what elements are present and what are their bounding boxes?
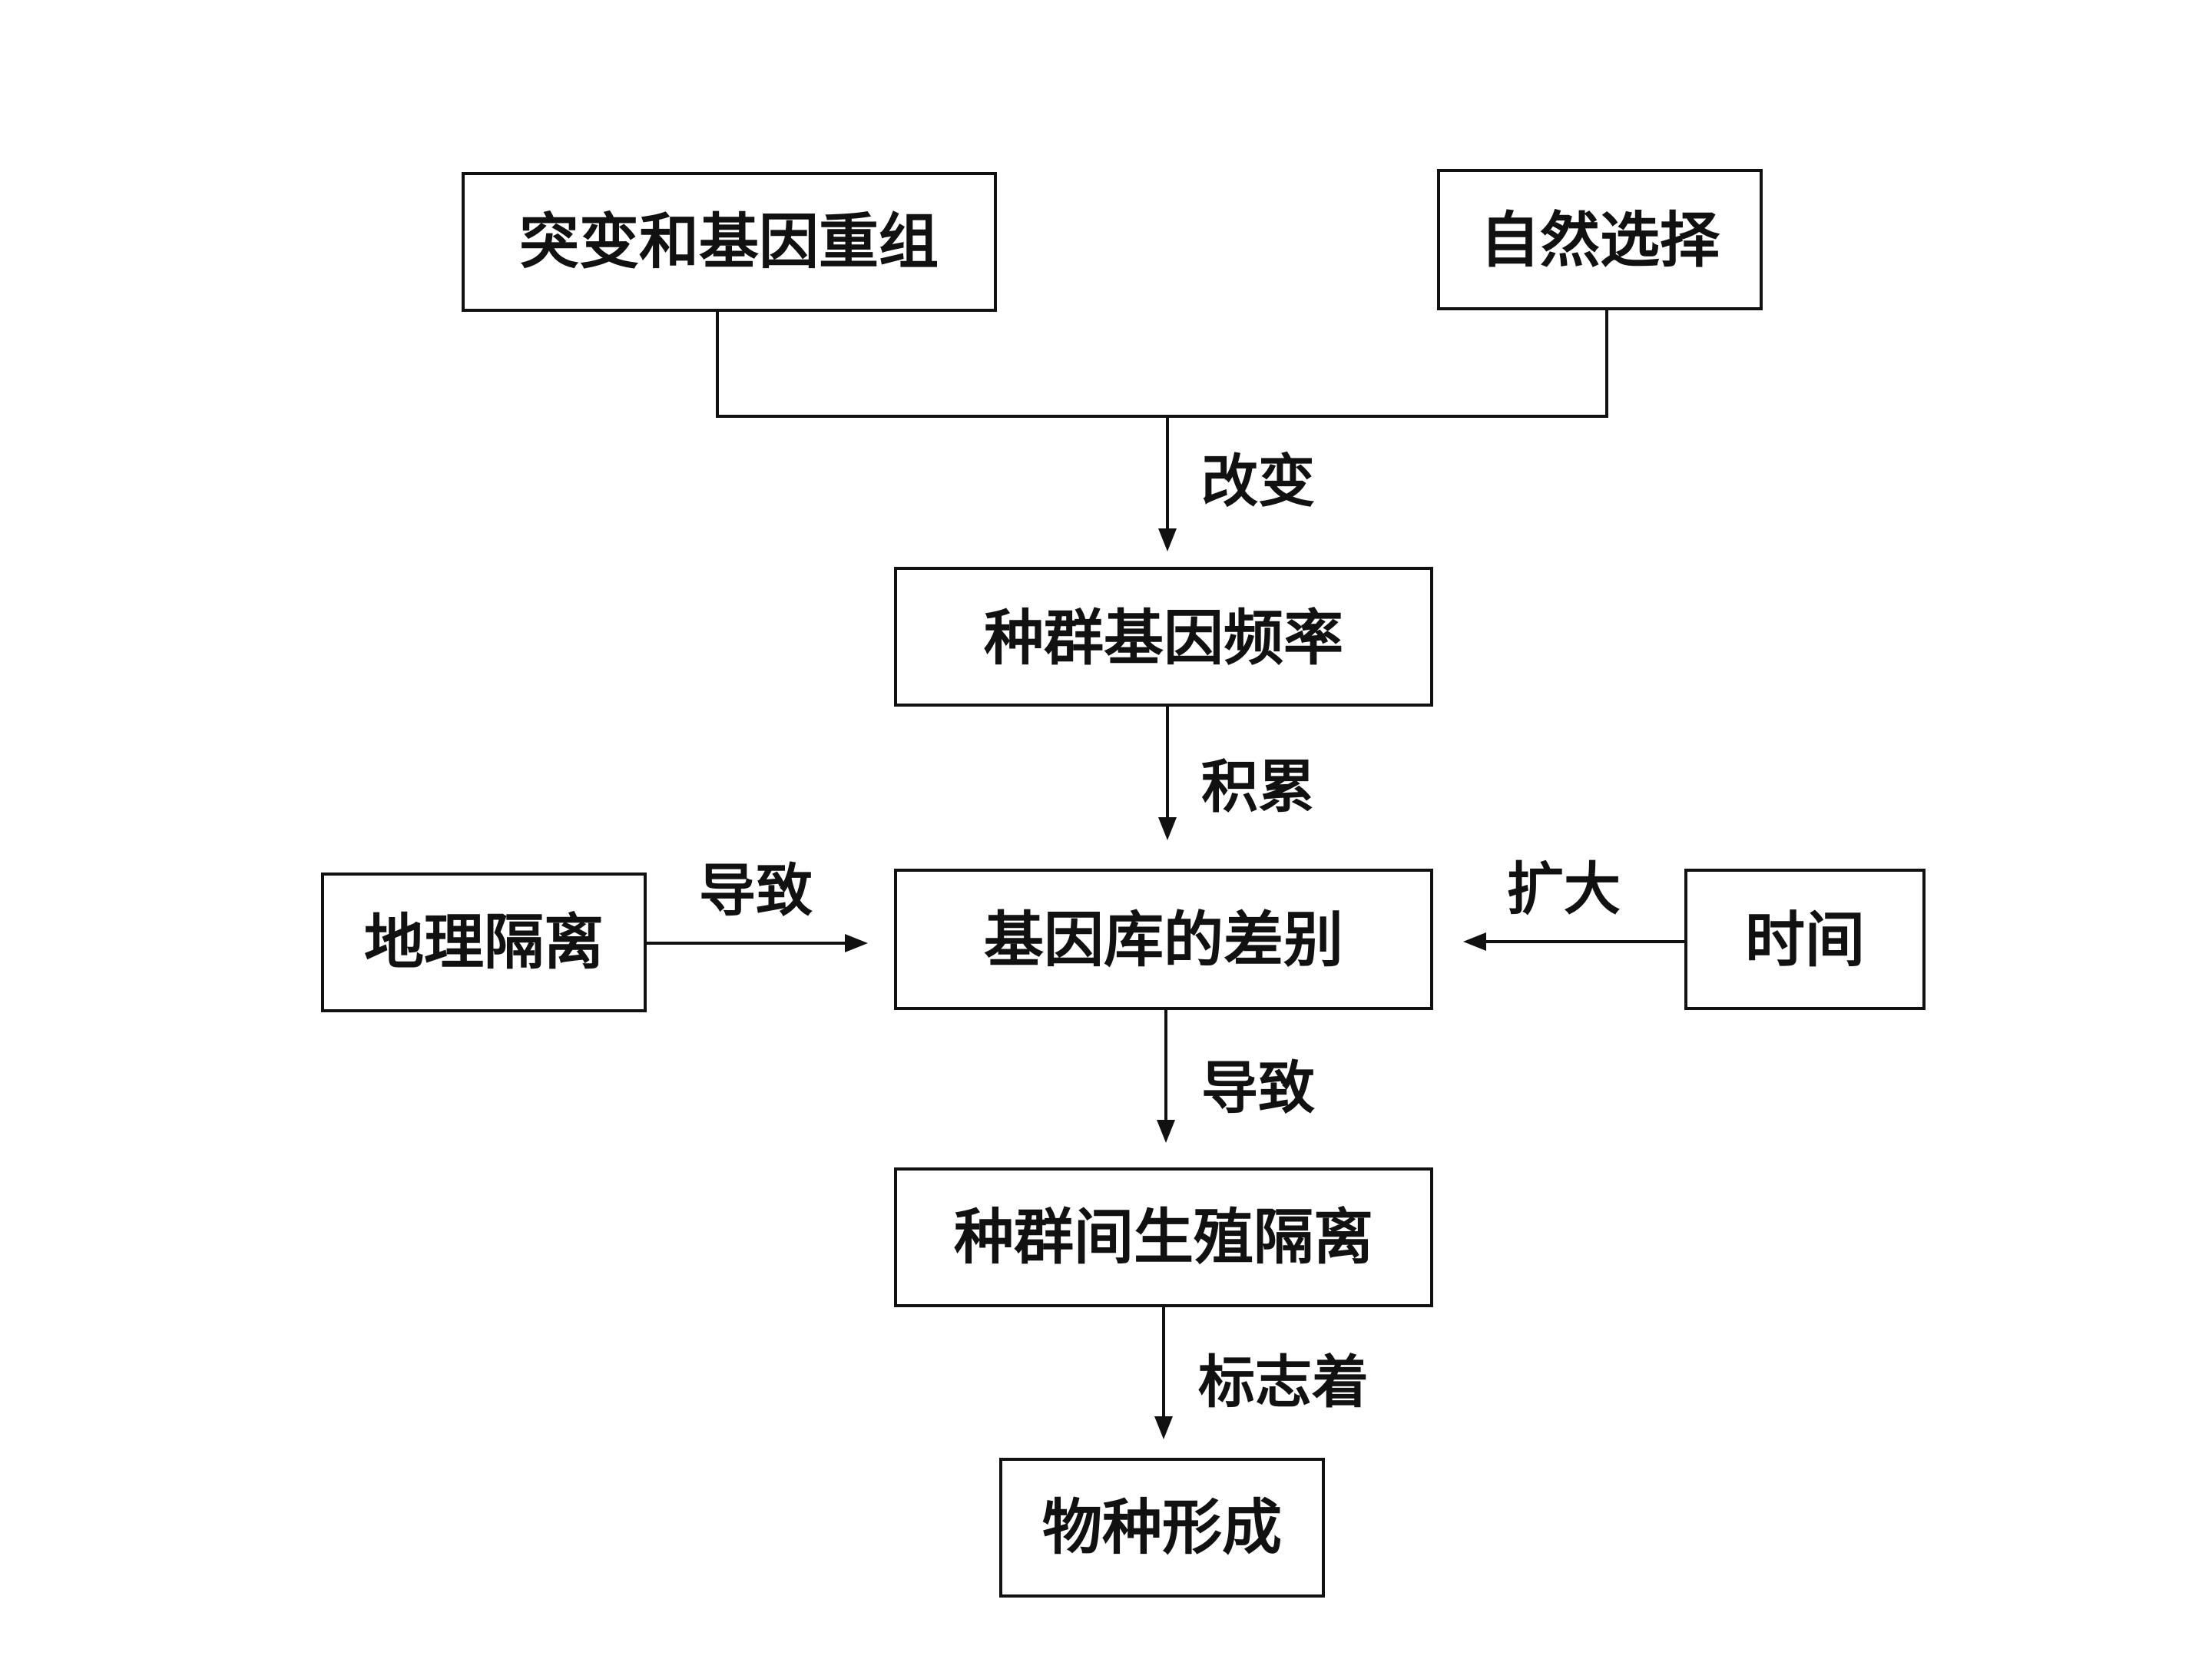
- edge-label-expand: 扩大: [1507, 856, 1621, 922]
- node-difference: 基因库的差别: [894, 869, 1433, 1010]
- node-species: 物种形成: [999, 1458, 1325, 1598]
- edge-label-marks: 标志着: [1198, 1349, 1369, 1416]
- arrow-change-head: [1158, 528, 1177, 551]
- node-geo: 地理隔离: [321, 873, 647, 1012]
- node-frequency-label: 种群基因频率: [984, 604, 1343, 673]
- node-mutation-label: 突变和基因重组: [519, 207, 939, 276]
- arrow-geo-lead: [645, 934, 868, 952]
- node-time: 时间: [1684, 869, 1926, 1010]
- arrow-accumulate: [1158, 705, 1177, 840]
- node-mutation: 突变和基因重组: [462, 172, 997, 312]
- merge-connector: [716, 309, 1608, 551]
- arrow-lead-down: [1157, 1008, 1175, 1143]
- edge-label-change: 改变: [1201, 449, 1315, 515]
- arrow-time-expand: [1463, 932, 1686, 951]
- edge-label-lead-left: 导致: [699, 858, 813, 924]
- edge-label-accumulate: 积累: [1201, 754, 1315, 820]
- node-frequency: 种群基因频率: [894, 567, 1433, 707]
- node-geo-label: 地理隔离: [364, 908, 604, 977]
- edge-label-lead-down: 导致: [1201, 1055, 1315, 1121]
- node-difference-label: 基因库的差别: [984, 906, 1343, 975]
- node-time-label: 时间: [1745, 906, 1865, 975]
- node-species-label: 物种形成: [1042, 1493, 1282, 1562]
- node-reproductive: 种群间生殖隔离: [894, 1167, 1433, 1307]
- node-reproductive-label: 种群间生殖隔离: [954, 1203, 1373, 1272]
- node-selection-label: 自然选择: [1480, 206, 1720, 275]
- node-selection: 自然选择: [1437, 169, 1763, 310]
- arrow-marks: [1154, 1306, 1173, 1439]
